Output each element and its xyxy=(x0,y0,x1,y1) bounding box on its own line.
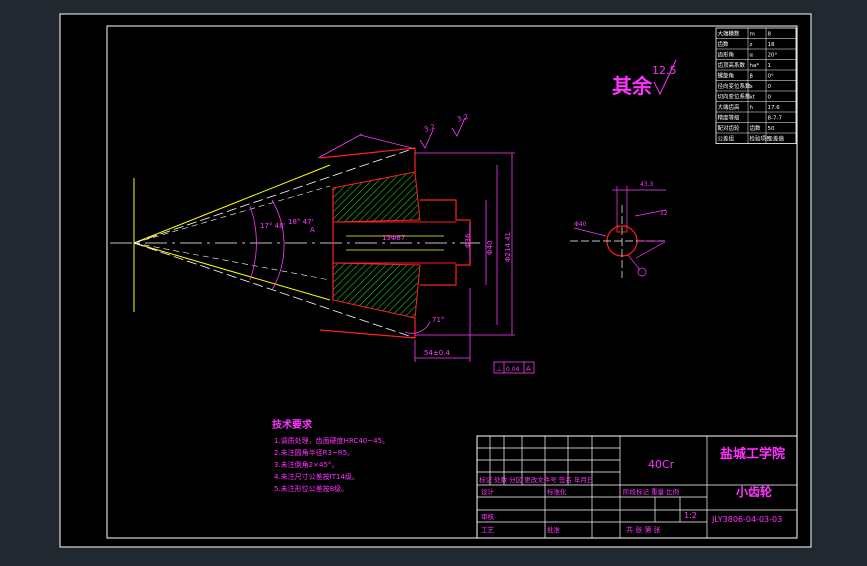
dim-face-width-ext xyxy=(317,133,363,159)
dim-hub-label: Φ40 xyxy=(486,241,494,255)
title-block: 40Cr 盐城工学院 小齿轮 JLY3806-04-03-03 1:2 标记 处… xyxy=(476,435,798,539)
keyway-section: 43.3 12 Φ40 xyxy=(570,181,668,278)
angle-label-bottom: 71° xyxy=(432,316,444,324)
dim-angle-arc-bottom xyxy=(404,321,431,334)
param-table-cell: 0 xyxy=(768,95,772,101)
param-table-cell: 公差值 xyxy=(768,135,785,143)
pitch-line-bottom xyxy=(133,242,416,339)
param-table-cell: 齿数 xyxy=(718,40,730,48)
param-table-cell: 0° xyxy=(768,74,774,80)
keyway-dim-side: Φ40 xyxy=(574,221,587,228)
param-table-cell: 齿形角 xyxy=(718,51,735,59)
tolerance-datum: A xyxy=(526,365,531,373)
surface-note-text: 其余 xyxy=(612,74,653,98)
root-line-top xyxy=(133,185,331,244)
row-process: 工艺 xyxy=(481,526,495,534)
material-label: 40Cr xyxy=(648,458,675,471)
tech-req-item-4: 4.未注尺寸公差按IT14级。 xyxy=(274,472,359,481)
tech-req-item-3: 3.未注倒角2×45°。 xyxy=(274,460,338,469)
param-table-cell: xt xyxy=(750,95,756,101)
dim-angle-arc-2 xyxy=(249,205,257,281)
param-table-cell: x xyxy=(750,84,754,90)
roughness-label-1: 3.2 xyxy=(423,123,436,134)
param-table-cell: 50 xyxy=(768,126,775,132)
keyway-dim-mid: 12 xyxy=(660,210,668,217)
tech-req-item-5: 5.未注形位公差按8级。 xyxy=(274,484,348,493)
tolerance-symbol: ⊥ xyxy=(496,365,502,373)
param-table-cell: 20° xyxy=(768,53,778,59)
row-design: 设计 xyxy=(481,487,495,496)
dim-cone-label: 13Φ87 xyxy=(382,234,405,242)
technical-requirements: 技术要求 1.调质处理，齿面硬度HRC40~45。 2.未注圆角半径R3~R5。… xyxy=(272,418,389,493)
param-table-cell: 配对齿轮 xyxy=(718,124,741,132)
param-table-cell: 17.6 xyxy=(768,105,781,111)
dim-length-label: 54±0.4 xyxy=(424,349,450,357)
param-table-cell: 精度等级 xyxy=(718,114,741,122)
dim-label-a: A xyxy=(310,226,315,234)
param-table-cell: 检验项目 xyxy=(750,135,772,143)
sheet-info: 共 张 第 张 xyxy=(626,525,661,534)
row-review: 审核 xyxy=(481,512,495,521)
drawing-sheet xyxy=(59,13,812,548)
dim-outer-label: Φ214.41 xyxy=(504,232,512,262)
dim-face-width xyxy=(359,134,413,149)
surface-roughness-note: 其余 12.5 xyxy=(612,59,677,98)
dim-angle-arc xyxy=(271,199,285,291)
roughness-value: 12.5 xyxy=(652,64,677,77)
revision-header: 标记 处数 分区 更改文件号 签名 年月日 xyxy=(479,475,593,484)
param-table-cell: 8-7-7 xyxy=(768,116,783,122)
outline-top-face xyxy=(319,147,416,172)
tolerance-frame xyxy=(493,361,535,374)
part-name: 小齿轮 xyxy=(736,484,773,499)
angle-label-1: 17° 48' xyxy=(260,222,286,230)
drawing-frame xyxy=(106,25,798,539)
outline-bottom-face xyxy=(319,318,416,339)
param-table-cell: β xyxy=(750,74,754,80)
param-table-cell: 1 xyxy=(768,63,772,69)
param-table-cell: h xyxy=(750,105,754,111)
param-table-cell: 切向变位系数 xyxy=(718,93,752,101)
root-line-bottom xyxy=(133,242,331,281)
roughness-mark-1 xyxy=(419,129,434,149)
tech-req-item-2: 2.未注圆角半径R3~R5。 xyxy=(274,448,354,457)
dim-bore-label: Φ36 xyxy=(464,233,472,248)
param-table-frame xyxy=(715,27,797,144)
cone-line-top xyxy=(133,164,331,244)
tech-req-item-1: 1.调质处理，齿面硬度HRC40~45。 xyxy=(274,436,389,445)
param-table-cell: z xyxy=(750,42,753,48)
institution-name: 盐城工学院 xyxy=(720,446,785,462)
param-table-cell: 大端模数 xyxy=(718,30,741,38)
param-table-cell: m xyxy=(750,32,755,38)
param-table-cell: 大端齿高 xyxy=(718,103,741,111)
roughness-symbol xyxy=(653,59,677,96)
param-table-cell: 径向变位系数 xyxy=(718,82,752,90)
param-table-cell: 18 xyxy=(768,42,775,48)
row-standard: 标准化 xyxy=(547,487,567,496)
keyway-dim-top: 43.3 xyxy=(640,181,654,188)
param-table-cell: 8 xyxy=(768,32,772,38)
param-table-cell: α xyxy=(750,53,754,59)
drawing-number: JLY3806-04-03-03 xyxy=(711,515,782,524)
row-stage: 阶段标记 重量 比例 xyxy=(623,487,679,496)
gear-main-view xyxy=(110,117,535,374)
scale-value: 1:2 xyxy=(684,511,697,520)
param-table-cell: 螺旋角 xyxy=(718,72,735,80)
param-table-cell: ha* xyxy=(750,63,760,69)
tolerance-value: 0.04 xyxy=(506,366,520,373)
row-approve: 批准 xyxy=(547,525,561,534)
tech-req-title: 技术要求 xyxy=(272,418,313,431)
roughness-label-2: 3.2 xyxy=(456,113,469,124)
param-table-cell: 齿数 xyxy=(750,124,762,132)
param-table-cell: 0 xyxy=(768,84,772,90)
angle-label-2: 18° 47' xyxy=(288,218,314,226)
param-table-cell: 公差组 xyxy=(718,135,735,143)
cone-line-bottom xyxy=(133,242,331,301)
roughness-mark-2 xyxy=(451,117,466,137)
param-table-cell: 齿顶高系数 xyxy=(718,61,746,69)
pitch-line-top xyxy=(133,147,416,244)
